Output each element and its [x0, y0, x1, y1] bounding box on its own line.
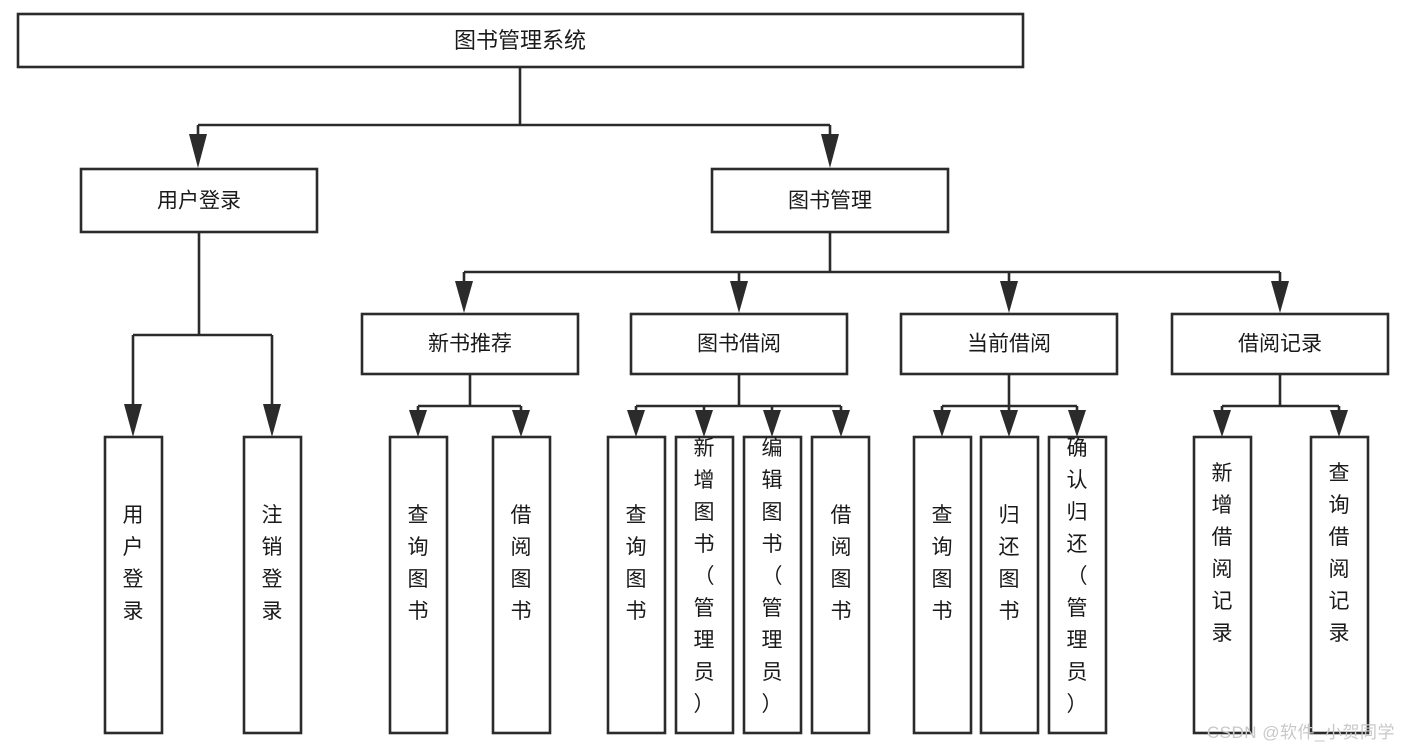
edges-bookborrow-to-leaves: [627, 375, 850, 437]
leaf-node[interactable]: 借阅图书: [491, 435, 552, 735]
leaf-box[interactable]: [810, 435, 871, 735]
leaf-node[interactable]: 用户登录: [103, 435, 164, 735]
arrow-userlogin-leaf-1: [263, 404, 281, 437]
arrow-newbook-leaf-1: [512, 410, 530, 437]
arrow-bookborrow-leaf-2: [763, 410, 781, 437]
leaf-box[interactable]: [1192, 435, 1253, 735]
leaf-node[interactable]: 查询图书: [388, 435, 449, 735]
leaf-label: 用户登录: [123, 504, 144, 623]
edges-userlogin-to-leaves: [124, 233, 281, 437]
leaf-box[interactable]: [674, 435, 735, 735]
edges-currentborrow-to-leaves: [933, 375, 1086, 437]
node-root-box[interactable]: [16, 12, 1025, 69]
leaf-node[interactable]: 借阅图书: [810, 435, 871, 735]
arrow-to-current-borrow: [1000, 281, 1018, 313]
edges-root-to-level2: [189, 67, 839, 168]
leaf-node[interactable]: 查询图书: [606, 435, 667, 735]
leaf-box[interactable]: [388, 435, 449, 735]
leaf-label: 借阅图书: [511, 504, 532, 623]
leaf-label: 新增借阅记录: [1212, 462, 1233, 645]
leaf-label: 查询图书: [626, 504, 647, 623]
leaf-box[interactable]: [103, 435, 164, 735]
leaf-node[interactable]: 确认归还（管理员）: [1047, 435, 1108, 735]
arrow-to-borrow-record: [1271, 281, 1289, 313]
node-borrow-record[interactable]: 借阅记录: [1170, 312, 1390, 376]
leaf-label: 注销登录: [262, 504, 283, 623]
leaf-box[interactable]: [606, 435, 667, 735]
csdn-watermark: CSDN @软件_小贺同学: [1206, 723, 1395, 742]
node-book-borrow-box[interactable]: [629, 312, 849, 376]
node-root-label: 图书管理系统: [454, 28, 586, 53]
node-user-login-label: 用户登录: [157, 190, 241, 213]
arrow-currentborrow-leaf-2: [1068, 410, 1086, 437]
leaf-label: 归还图书: [999, 504, 1020, 623]
leaf-node[interactable]: 查询图书: [912, 435, 973, 735]
edges-bookmgmt-to-level3: [455, 233, 1289, 313]
arrow-currentborrow-leaf-0: [933, 410, 951, 437]
leaf-label: 确认归还（管理员）: [1067, 437, 1088, 716]
arrow-bookborrow-leaf-3: [832, 410, 850, 437]
node-new-book-recommend-box[interactable]: [360, 312, 580, 376]
node-book-management-label: 图书管理: [788, 190, 872, 213]
leaf-box[interactable]: [742, 435, 803, 735]
node-book-borrow[interactable]: 图书借阅: [629, 312, 849, 376]
leaf-box[interactable]: [242, 435, 303, 735]
leaf-label: 查询借阅记录: [1329, 462, 1350, 645]
leaf-node[interactable]: 新增借阅记录: [1192, 435, 1253, 735]
arrow-root-to-book-mgmt: [821, 134, 839, 168]
node-current-borrow-box[interactable]: [899, 312, 1119, 376]
leaf-label: 借阅图书: [831, 504, 852, 623]
leaf-box[interactable]: [1047, 435, 1108, 735]
node-current-borrow[interactable]: 当前借阅: [899, 312, 1119, 376]
leaf-node[interactable]: 注销登录: [242, 435, 303, 735]
node-new-book-recommend[interactable]: 新书推荐: [360, 312, 580, 376]
node-root[interactable]: 图书管理系统: [16, 12, 1025, 69]
leaf-node[interactable]: 归还图书: [979, 435, 1040, 735]
arrow-borrowrecord-leaf-1: [1330, 410, 1348, 437]
arrow-userlogin-leaf-0: [124, 404, 142, 437]
leaf-box[interactable]: [979, 435, 1040, 735]
leaf-node[interactable]: 查询借阅记录: [1309, 435, 1370, 735]
leaf-box[interactable]: [491, 435, 552, 735]
arrow-borrowrecord-leaf-0: [1213, 410, 1231, 437]
node-current-borrow-label: 当前借阅: [967, 333, 1051, 356]
leaf-node[interactable]: 新增图书（管理员）: [674, 435, 735, 735]
node-borrow-record-box[interactable]: [1170, 312, 1390, 376]
node-book-borrow-label: 图书借阅: [697, 333, 781, 356]
leaf-label: 新增图书（管理员）: [694, 437, 715, 716]
leaf-label: 查询图书: [932, 504, 953, 623]
arrow-root-to-user-login: [189, 134, 207, 168]
arrow-to-book-borrow: [730, 281, 748, 313]
node-book-management[interactable]: 图书管理: [710, 167, 950, 234]
leaf-label: 编辑图书（管理员）: [762, 437, 783, 716]
node-new-book-recommend-label: 新书推荐: [428, 333, 512, 356]
arrow-newbook-leaf-0: [409, 410, 427, 437]
leaf-box[interactable]: [1309, 435, 1370, 735]
leaf-label: 查询图书: [408, 504, 429, 623]
arrow-bookborrow-leaf-0: [627, 410, 645, 437]
node-user-login-box[interactable]: [79, 167, 319, 234]
edges-newbook-to-leaves: [409, 375, 530, 437]
arrow-to-new-book: [455, 281, 473, 313]
arrow-bookborrow-leaf-1: [695, 410, 713, 437]
node-book-management-box[interactable]: [710, 167, 950, 234]
leaf-box[interactable]: [912, 435, 973, 735]
edges-borrowrecord-to-leaves: [1213, 375, 1348, 437]
node-borrow-record-label: 借阅记录: [1238, 333, 1322, 356]
arrow-currentborrow-leaf-1: [1000, 410, 1018, 437]
leaf-node[interactable]: 编辑图书（管理员）: [742, 435, 803, 735]
node-user-login[interactable]: 用户登录: [79, 167, 319, 234]
